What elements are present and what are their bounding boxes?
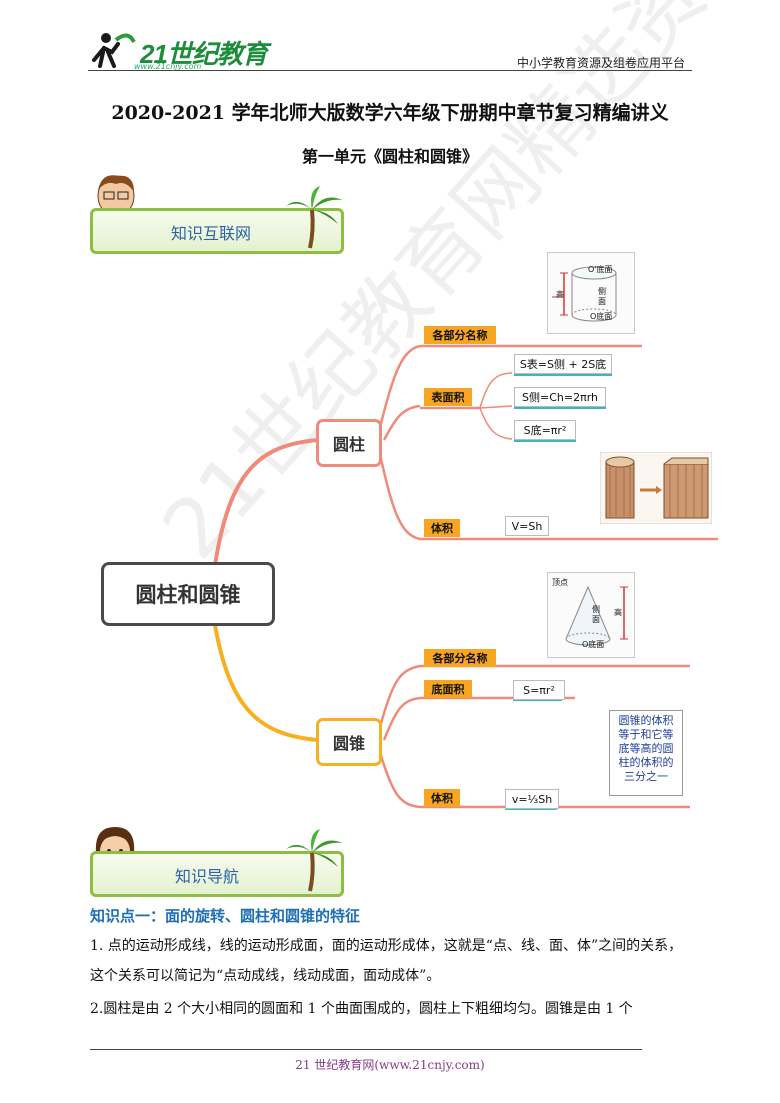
cone-apex-label: 顶点 — [552, 578, 568, 587]
page-subtitle: 第一单元《圆柱和圆锥》 — [301, 147, 478, 166]
cylinder-shape-icon — [552, 266, 617, 322]
brand-name: 21世纪教育 — [140, 39, 268, 69]
mindmap-root-node: 圆柱和圆锥 — [101, 562, 275, 626]
cone-height-label: 高 — [614, 608, 622, 617]
mindmap-cone-node: 圆锥 — [316, 718, 382, 766]
cone-parts-label: 各部分名称 — [424, 649, 496, 667]
cone-base-area-label: 底面积 — [424, 680, 472, 698]
brand-url: www.21cnjy.com — [134, 62, 202, 71]
footer-text[interactable]: 21 世纪教育网(www.21cnjy.com) — [295, 1058, 485, 1072]
logo-runner-icon — [92, 33, 136, 68]
cone-shape-icon — [565, 585, 628, 646]
cylinder-side-label: 侧面 — [598, 287, 606, 306]
cone-diagram: 顶点 侧面 高 O底面 — [547, 572, 635, 658]
mindmap-cylinder-node: 圆柱 — [316, 419, 382, 467]
paragraph-1: 1. 点的运动形成线，线的运动形成面，面的运动形成体，这就是“点、线、面、体”之… — [90, 938, 683, 984]
header-divider — [88, 70, 692, 71]
banner-knowledge-guide: 知识导航 — [90, 851, 344, 897]
page-title: 2020-2021 学年北师大版数学六年级下册期中章节复习精编讲义 — [111, 102, 669, 124]
cylinder-volume-label: 体积 — [424, 519, 460, 537]
footer-divider — [90, 1049, 642, 1050]
cylinder-side-area-formula: S侧=Ch=2πrh — [514, 387, 606, 407]
cylinder-base-area-formula: S底=πr² — [514, 420, 576, 440]
cylinder-diagram: O'底面 侧面 高 O底面 — [547, 252, 635, 334]
cylinder-surface-label: 表面积 — [424, 388, 472, 406]
cone-side-label: 侧面 — [592, 605, 600, 624]
cone-volume-note: 圆锥的体积等于和它等底等高的圆柱的体积的三分之一 — [609, 710, 683, 796]
cylinder-volume-formula: V=Sh — [505, 516, 549, 536]
knowledge-point-heading: 知识点一：面的旋转、圆柱和圆锥的特征 — [90, 907, 361, 925]
palm-tree-icon — [286, 829, 342, 892]
cylinder-bottom-base-label: O底面 — [590, 312, 613, 321]
palm-tree-icon — [286, 186, 342, 249]
cone-volume-formula: v=⅓Sh — [505, 789, 559, 809]
cylinder-top-base-label: O'底面 — [588, 265, 613, 274]
cylinder-parts-label: 各部分名称 — [424, 326, 496, 344]
cylinder-unroll-picture — [600, 452, 712, 524]
banner-knowledge-network: 知识互联网 — [90, 208, 344, 254]
banner-knowledge-guide-label: 知识导航 — [175, 867, 240, 886]
paragraph-2: 2.圆柱是由 2 个大小相同的圆面和 1 个曲面围成的，圆柱上下粗细均匀。圆锥是… — [90, 1001, 633, 1017]
header-platform-text: 中小学教育资源及组卷应用平台 — [516, 56, 685, 70]
cone-base-area-formula: S=πr² — [513, 680, 565, 700]
banner-knowledge-network-label: 知识互联网 — [171, 224, 252, 243]
cone-volume-label: 体积 — [424, 789, 460, 807]
cylinder-height-label: 高 — [556, 290, 564, 299]
cone-bottom-base-label: O底面 — [582, 640, 605, 649]
cylinder-total-surface-formula: S表=S侧 + 2S底 — [514, 354, 612, 374]
